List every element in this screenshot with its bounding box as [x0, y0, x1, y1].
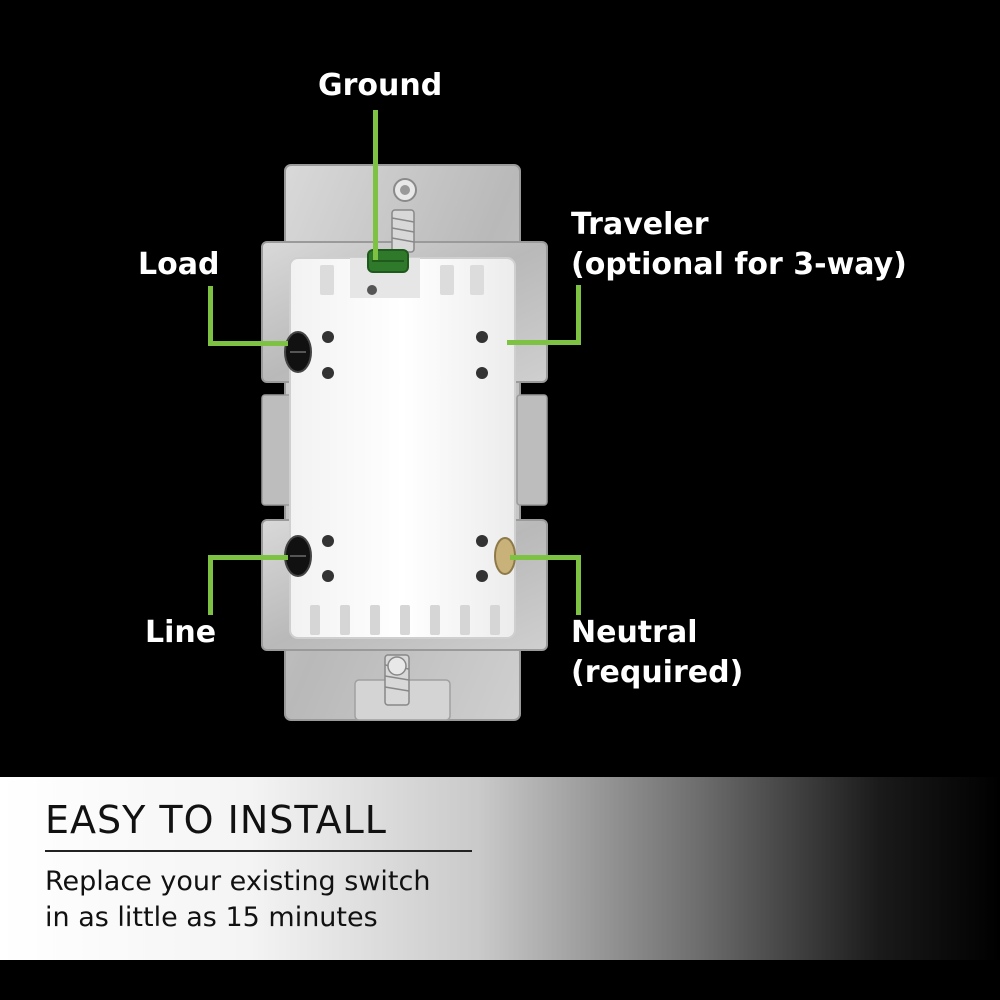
load-leader-horizontal — [208, 341, 288, 346]
line-leader-vertical — [208, 555, 213, 615]
load-label: Load — [138, 247, 220, 282]
black-terminal-screw-load-icon — [284, 331, 312, 373]
traveler-leader-horizontal — [507, 340, 581, 345]
install-banner — [0, 777, 1000, 960]
banner-title: EASY TO INSTALL — [45, 798, 387, 842]
switch-body — [289, 257, 516, 639]
green-ground-screw-icon — [367, 249, 409, 273]
neutral-leader-horizontal — [510, 555, 581, 560]
line-label: Line — [145, 615, 217, 650]
traveler-leader-vertical — [576, 285, 581, 345]
traveler-label-line1: Traveler — [571, 207, 709, 242]
ground-label: Ground — [318, 68, 443, 103]
banner-subtitle-line1: Replace your existing switch — [45, 866, 431, 897]
neutral-label-line1: Neutral — [571, 615, 698, 650]
mounting-screw-bottom-icon — [384, 654, 410, 706]
neutral-leader-vertical — [576, 555, 581, 615]
line-leader-horizontal — [208, 555, 288, 560]
banner-subtitle: Replace your existing switch in as littl… — [45, 864, 430, 936]
banner-divider — [45, 850, 472, 852]
traveler-label-line2: (optional for 3-way) — [571, 247, 907, 282]
neutral-label-line2: (required) — [571, 655, 744, 690]
load-leader-vertical — [208, 286, 213, 346]
black-terminal-screw-line-icon — [284, 535, 312, 577]
traveler-label: Traveler (optional for 3-way) — [571, 205, 907, 285]
neutral-label: Neutral (required) — [571, 613, 743, 693]
banner-subtitle-line2: in as little as 15 minutes — [45, 902, 378, 933]
ground-leader-line — [373, 110, 378, 260]
mounting-screw-top-icon — [391, 178, 417, 253]
